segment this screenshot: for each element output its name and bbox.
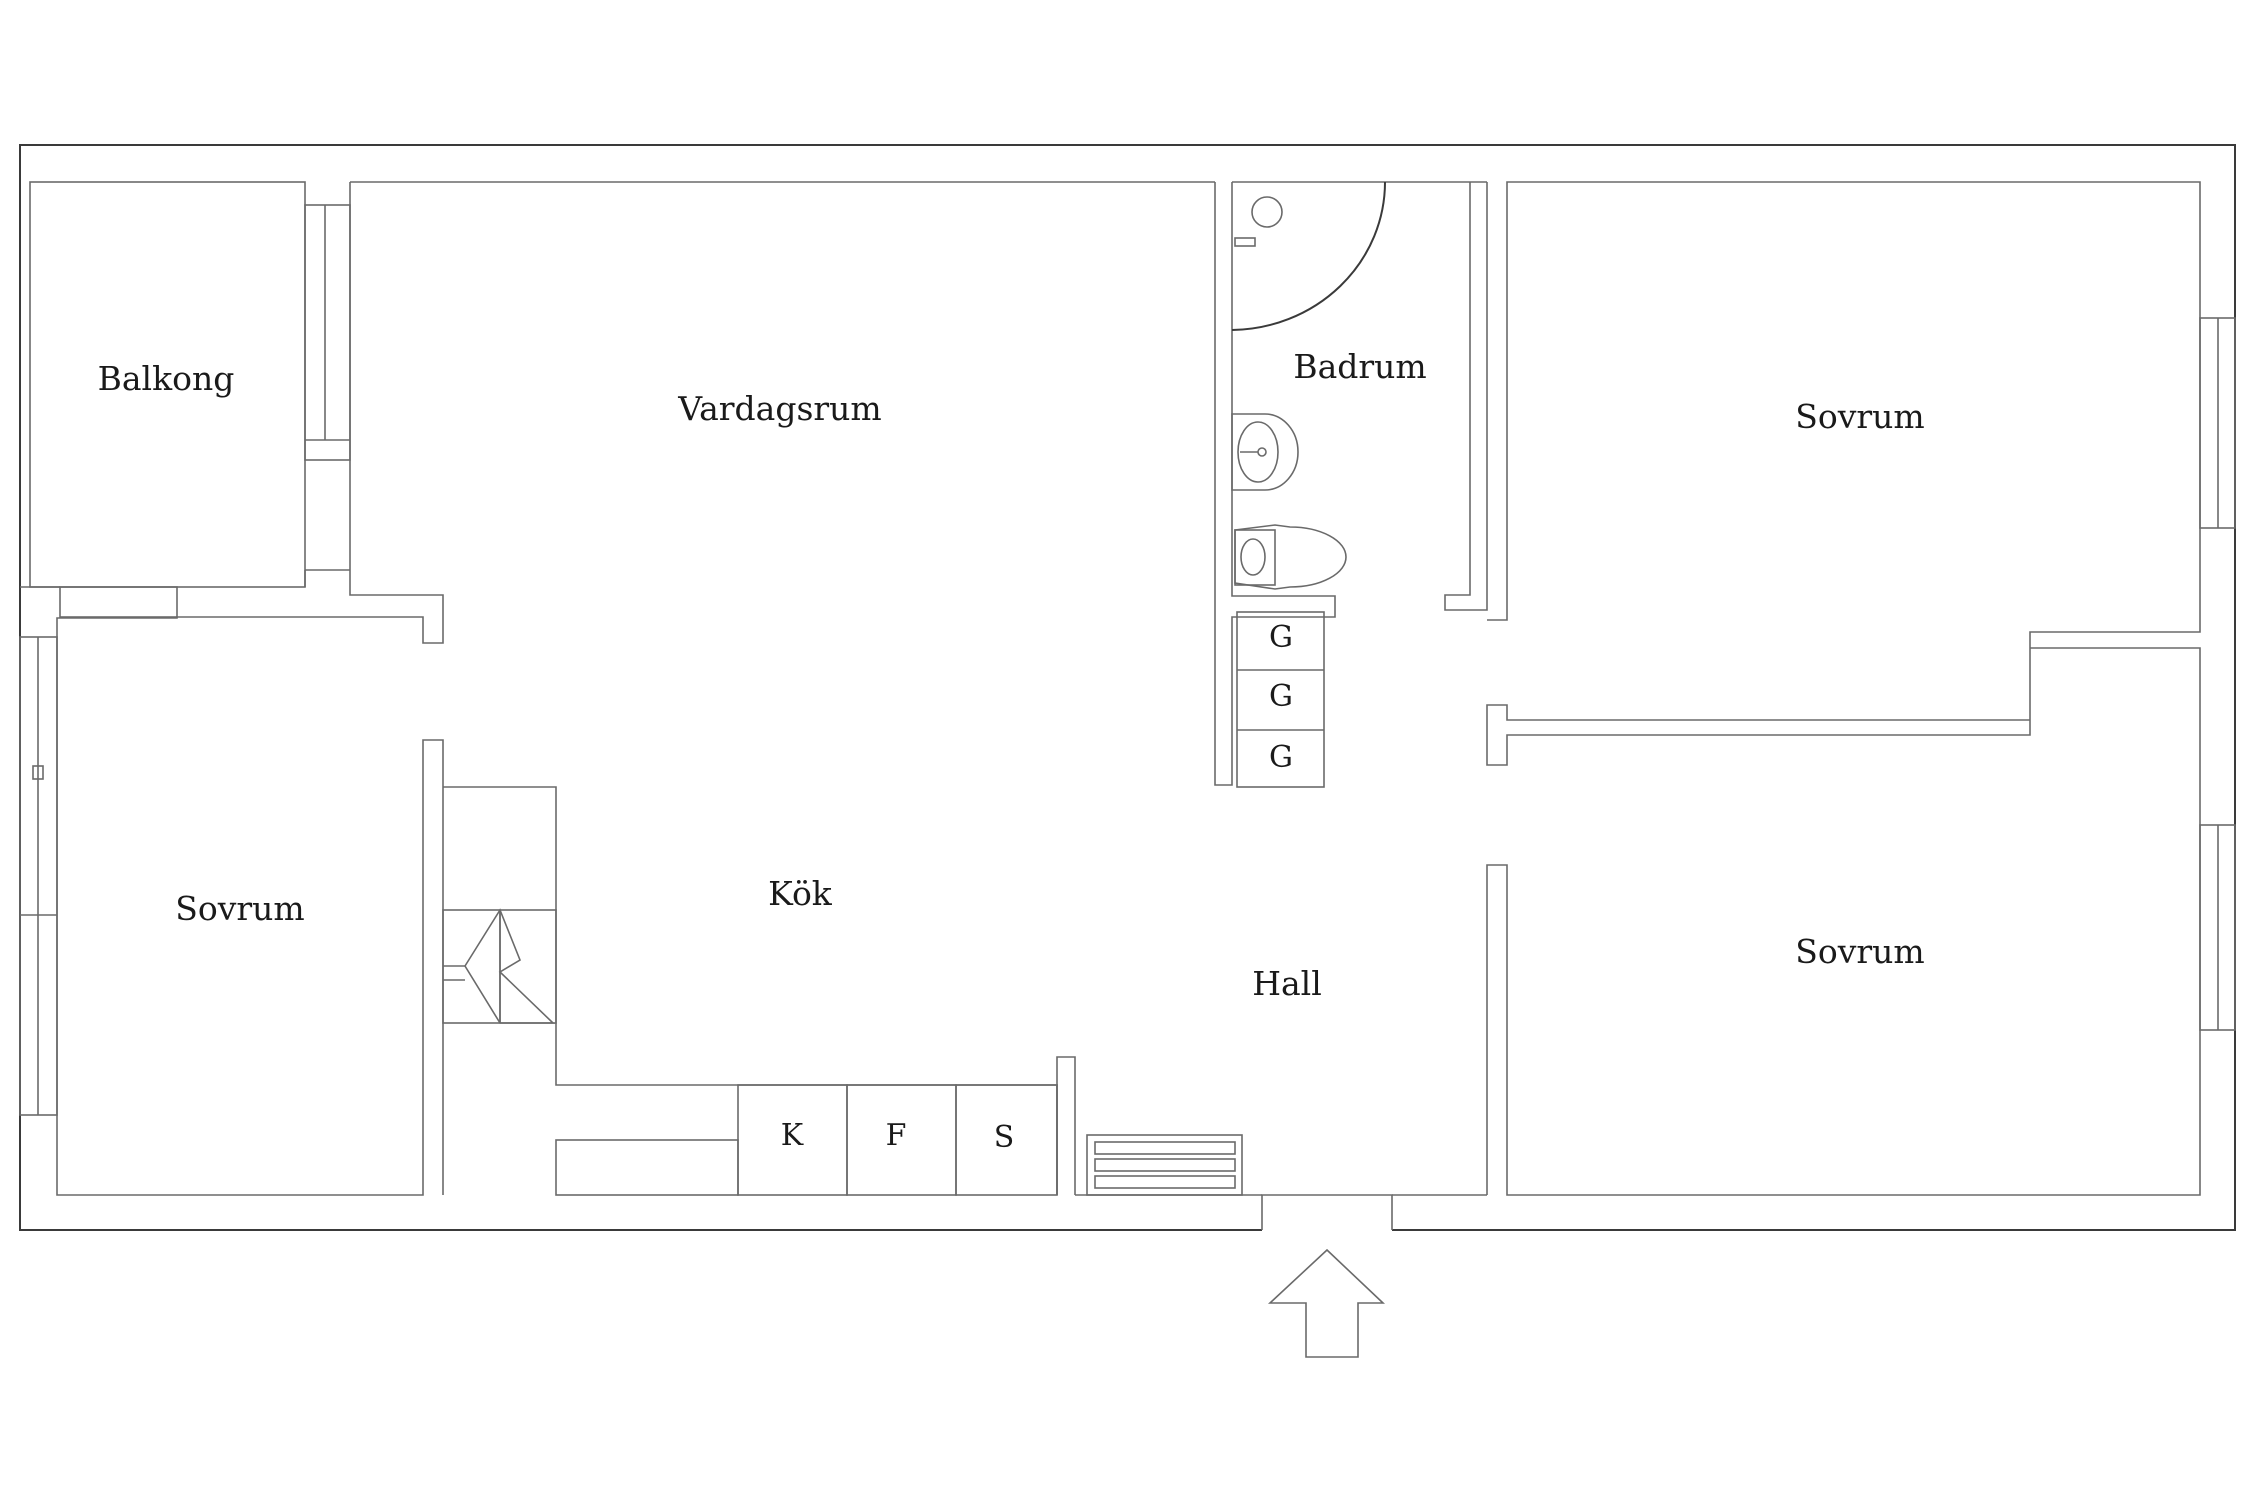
closet-label: G	[1269, 679, 1293, 714]
appliance-label-k: K	[781, 1118, 804, 1153]
left-bedroom-window	[19, 636, 58, 1116]
room-label-sovrum-left: Sovrum	[175, 889, 304, 928]
room-label-sovrum-top-right: Sovrum	[1795, 397, 1924, 436]
entrance-arrow-icon	[1267, 1248, 1386, 1358]
appliance-label-f: F	[886, 1118, 907, 1153]
room-label-sovrum-bottom-right: Sovrum	[1795, 932, 1924, 971]
appliance-label-s: S	[994, 1120, 1015, 1155]
closets	[1236, 611, 1325, 788]
room-label-balkong: Balkong	[98, 359, 235, 398]
room-label-vardagsrum: Vardagsrum	[677, 389, 881, 428]
top-right-bedroom-walls	[1486, 181, 2236, 1196]
bathroom	[1214, 181, 1488, 786]
hall-radiator	[1086, 1134, 1243, 1196]
room-label-badrum: Badrum	[1293, 347, 1426, 386]
living-room-walls	[56, 181, 1215, 1196]
kitchen	[442, 786, 1076, 1196]
closet-label: G	[1269, 740, 1293, 775]
closet-label: G	[1269, 620, 1293, 655]
exterior-walls	[19, 144, 2236, 1231]
room-label-hall: Hall	[1252, 964, 1322, 1003]
balcony	[20, 181, 351, 618]
room-label-kok: Kök	[768, 874, 833, 913]
